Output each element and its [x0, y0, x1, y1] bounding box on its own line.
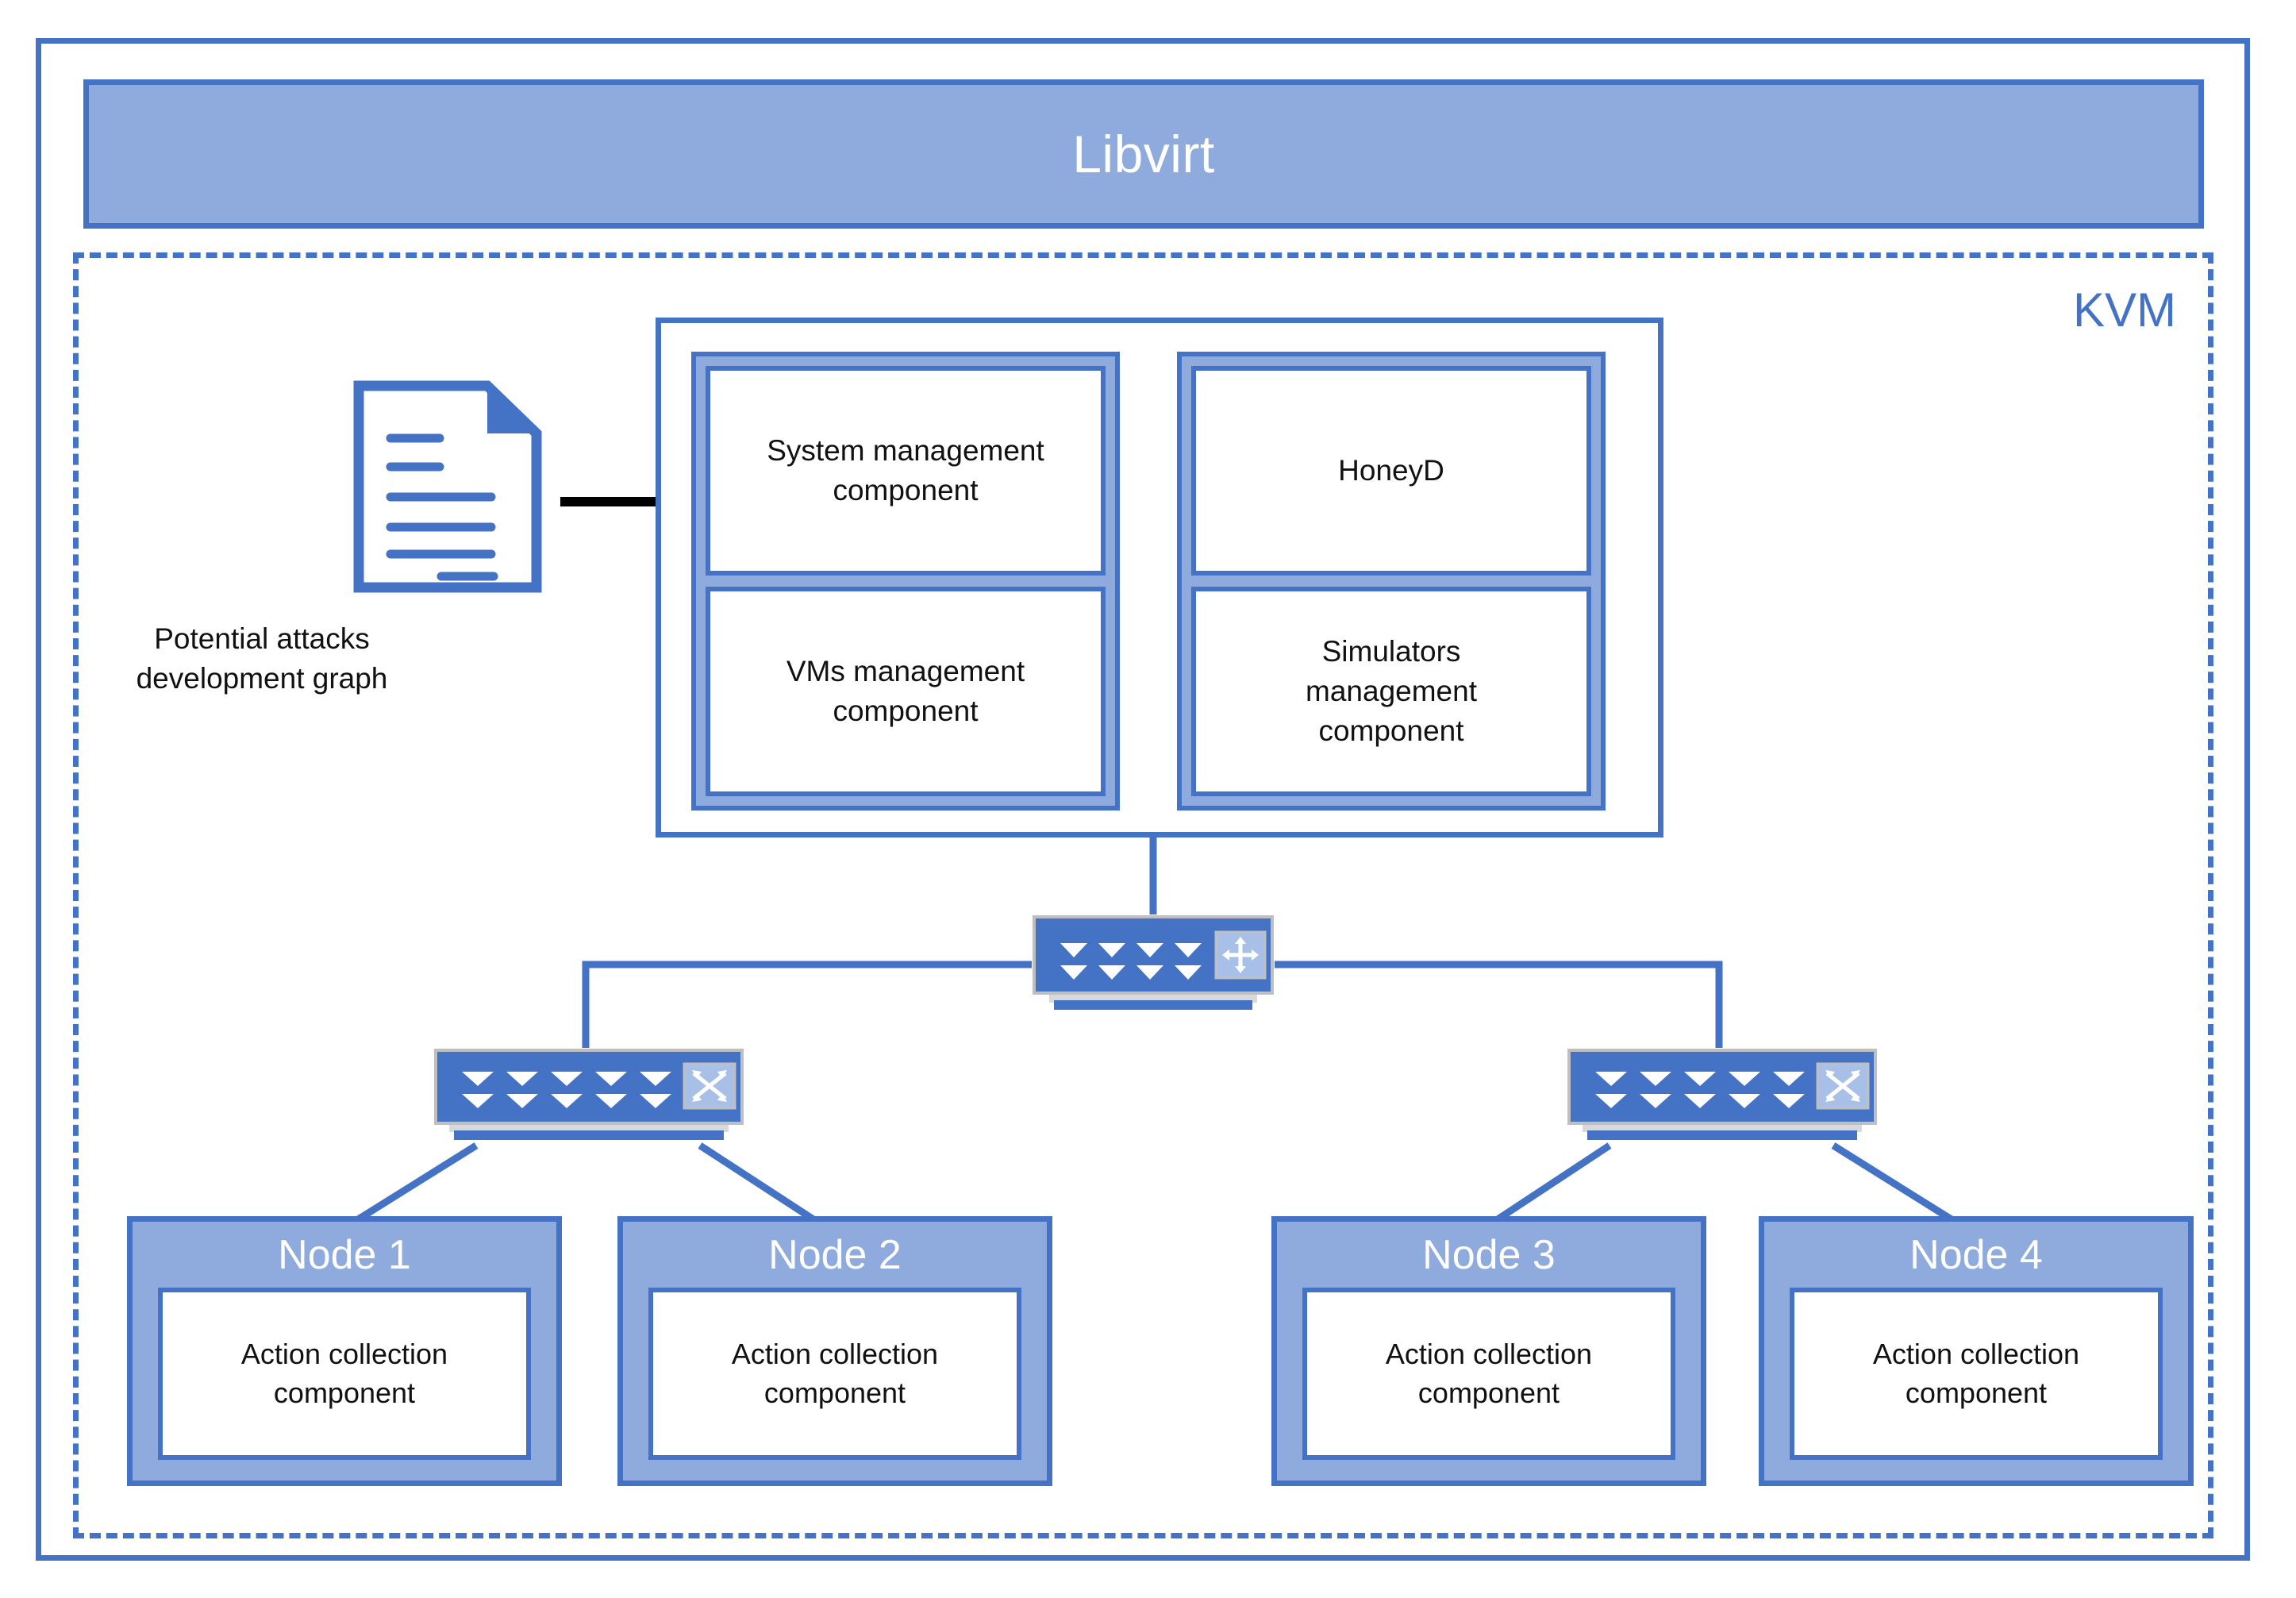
- document-icon: [352, 379, 543, 594]
- system-management-component-box[interactable]: System management component: [706, 366, 1106, 576]
- action-collection-line1-3: Action collection: [1385, 1338, 1593, 1370]
- switch-icon-left[interactable]: [433, 1048, 744, 1152]
- honeyd-label: HoneyD: [1338, 454, 1444, 487]
- node-title-4: Node 4: [1909, 1232, 2043, 1278]
- honeyd-box[interactable]: HoneyD: [1191, 366, 1591, 576]
- node-box-4[interactable]: Node 4 Action collection component: [1759, 1216, 2194, 1486]
- action-collection-line1-1: Action collection: [240, 1338, 448, 1370]
- action-collection-component-2[interactable]: Action collection component: [648, 1288, 1021, 1460]
- management-panel: System management component VMs manageme…: [656, 318, 1663, 838]
- node-box-2[interactable]: Node 2 Action collection component: [617, 1216, 1052, 1486]
- libvirt-label: Libvirt: [1072, 125, 1215, 183]
- kvm-region: KVM: [73, 252, 2213, 1538]
- simulators-management-component-box[interactable]: Simulators management component: [1191, 587, 1591, 796]
- action-collection-line2-3: component: [1417, 1376, 1560, 1409]
- node-title-2: Node 2: [768, 1232, 902, 1278]
- vms-management-line2: component: [833, 695, 979, 727]
- switch-icon-right[interactable]: [1567, 1048, 1878, 1152]
- document-label: Potential attacks development graph: [95, 619, 429, 699]
- kvm-label: KVM: [2072, 283, 2176, 337]
- vms-management-component-box[interactable]: VMs management component: [706, 587, 1106, 796]
- action-collection-component-3[interactable]: Action collection component: [1302, 1288, 1675, 1460]
- vms-management-line1: VMs management: [786, 655, 1025, 688]
- simulators-management-line1: Simulators: [1321, 635, 1461, 668]
- node-title-3: Node 3: [1422, 1232, 1556, 1278]
- action-collection-line2-1: component: [273, 1376, 416, 1409]
- simulators-management-line3: component: [1318, 714, 1464, 747]
- action-collection-line1-2: Action collection: [731, 1338, 939, 1370]
- libvirt-banner: Libvirt: [83, 79, 2204, 229]
- action-collection-line2-4: component: [1905, 1376, 2048, 1409]
- router-icon[interactable]: [1032, 915, 1275, 1022]
- node-title-1: Node 1: [278, 1232, 411, 1278]
- node-box-1[interactable]: Node 1 Action collection component: [127, 1216, 562, 1486]
- management-group-left: System management component VMs manageme…: [691, 352, 1120, 811]
- system-management-line1: System management: [767, 434, 1044, 468]
- system-management-line2: component: [833, 474, 979, 506]
- simulators-management-line2: management: [1306, 675, 1477, 708]
- document-label-line1: Potential attacks: [154, 622, 370, 655]
- action-collection-line2-2: component: [763, 1376, 906, 1409]
- action-collection-component-4[interactable]: Action collection component: [1790, 1288, 2163, 1460]
- node-box-3[interactable]: Node 3 Action collection component: [1271, 1216, 1706, 1486]
- management-group-right: HoneyD Simulators management component: [1177, 352, 1606, 811]
- action-collection-line1-4: Action collection: [1872, 1338, 2080, 1370]
- action-collection-component-1[interactable]: Action collection component: [158, 1288, 531, 1460]
- document-label-line2: development graph: [136, 661, 388, 695]
